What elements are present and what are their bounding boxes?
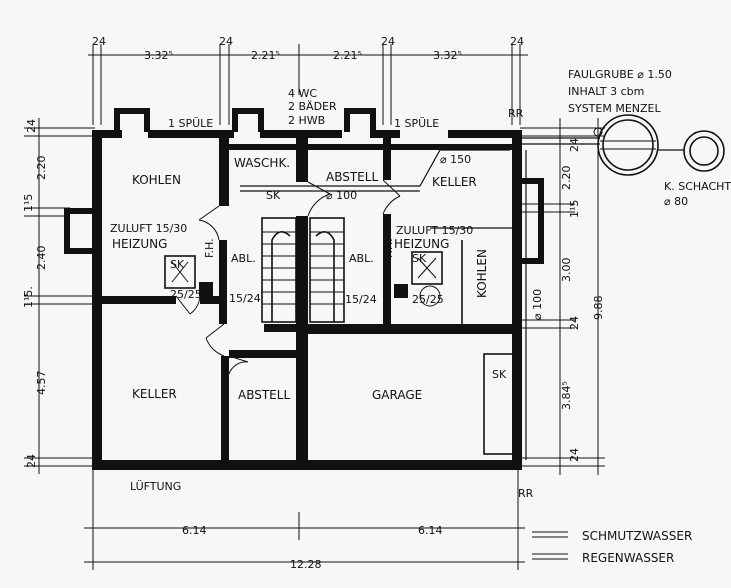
luftung-label: LÜFTUNG	[130, 480, 181, 493]
sk-garage-label: SK	[492, 368, 507, 381]
room-kohlen-right: KOHLEN	[475, 249, 489, 298]
left-dim-2: 2.20	[35, 156, 48, 181]
room-abstell-top: ABSTELL	[326, 170, 378, 184]
zuluft-right-label: ZULUFT 15/30	[396, 224, 473, 237]
top-dim-7: 3.32⁵	[433, 49, 462, 62]
legend-regenwasser: REGENWASSER	[582, 551, 674, 565]
inspection-chamber	[658, 130, 725, 172]
room-kohlen-left: KOHLEN	[132, 173, 181, 187]
fh-left-label: F.H.	[203, 238, 216, 258]
pipe-100-top-label: ⌀ 100	[326, 189, 357, 202]
right-dim-5: 24	[568, 316, 581, 330]
left-dim-6: 4.57	[35, 371, 48, 396]
septic-tank	[593, 114, 659, 176]
building-walls	[64, 108, 544, 470]
room-waschk: WASCHK.	[234, 156, 290, 170]
sk-right-label: SK	[412, 252, 427, 265]
right-dim-7: 24	[568, 448, 581, 462]
kschacht-label: K. SCHACHT	[664, 180, 731, 193]
spuele-right-label: 1 SPÜLE	[394, 117, 439, 130]
door-swings	[175, 179, 401, 375]
bottom-dim-total: 12.28	[290, 558, 322, 571]
bottom-dim-1: 6.14	[182, 524, 207, 537]
pipe-150-label: ⌀ 150	[440, 153, 471, 166]
bottom-dim-2: 6.14	[418, 524, 443, 537]
top-dim-6: 24	[381, 35, 395, 48]
pipe-100-right-label: ⌀ 100	[531, 289, 544, 320]
right-dim-6: 3.84⁵	[560, 381, 573, 410]
left-dimension-chain: 24 2.20 1¹5 2.40 1¹5. 4.57 24	[22, 118, 95, 474]
faulgrube-capacity: INHALT 3 cbm	[568, 85, 644, 98]
drain-pipes	[240, 137, 600, 460]
heating-boilers	[164, 251, 443, 307]
top-dimension-chain: 24 3.32⁵ 24 2.21⁵ 2.21⁵ 24 3.32⁵ 24	[88, 35, 528, 125]
right-dim-3: 1¹5	[568, 200, 581, 218]
right-dim-1: 24	[568, 138, 581, 152]
fixtures-hwb-label: 2 HWB	[288, 114, 325, 127]
room-abstell-bottom: ABSTELL	[238, 388, 290, 402]
left-dim-5: 1¹5.	[22, 286, 35, 308]
abl-right-size: 15/24	[345, 293, 377, 306]
right-dim-8: 9.88	[592, 296, 605, 321]
fixtures-baeder-label: 2 BÄDER	[288, 100, 337, 113]
left-dim-1: 24	[25, 119, 38, 133]
top-dim-4: 2.21⁵	[251, 49, 280, 62]
room-keller-bottom: KELLER	[132, 387, 177, 401]
legend-schmutzwasser: SCHMUTZWASSER	[582, 529, 692, 543]
garage-sk-tank	[483, 353, 519, 455]
room-keller-top: KELLER	[432, 175, 477, 189]
abl-left-size: 15/24	[229, 292, 261, 305]
bottom-dimension-chain: 6.14 6.14 12.28	[84, 470, 525, 571]
staircase-right	[309, 217, 345, 323]
fh-right-label: F.H.	[382, 238, 395, 258]
right-dimension-chain: 24 2.20 1¹5 3.00 24 3.84⁵ 24 9.88	[520, 118, 605, 475]
legend: SCHMUTZWASSER REGENWASSER	[532, 529, 692, 565]
staircase-left	[261, 217, 297, 323]
sk-waschk-label: SK	[266, 189, 281, 202]
top-dim-3: 24	[219, 35, 233, 48]
kschacht-diameter: ⌀ 80	[664, 195, 688, 208]
spuele-left-label: 1 SPÜLE	[168, 117, 213, 130]
rr-bottom-label: RR	[518, 487, 534, 500]
faulgrube-title: FAULGRUBE ⌀ 1.50	[568, 68, 672, 81]
sk-left-label: SK	[170, 258, 185, 271]
left-dim-4: 2.40	[35, 246, 48, 271]
right-dim-2: 2.20	[560, 166, 573, 191]
top-dim-5: 2.21⁵	[333, 49, 362, 62]
top-dim-1: 24	[92, 35, 106, 48]
left-dim-3: 1¹5	[22, 194, 35, 212]
abl-left-label: ABL.	[231, 252, 256, 265]
abl-right-label: ABL.	[349, 252, 374, 265]
faulgrube-system: SYSTEM MENZEL	[568, 102, 661, 115]
top-dim-8: 24	[510, 35, 524, 48]
room-heizung-right: HEIZUNG	[394, 237, 449, 251]
right-dim-4: 3.00	[560, 258, 573, 283]
rr-top-label: RR	[508, 107, 524, 120]
flue-right-label: 25/25	[412, 293, 444, 306]
left-dim-7: 24	[25, 454, 38, 468]
top-dim-2: 3.32⁵	[144, 49, 173, 62]
fixtures-wc-label: 4 WC	[288, 87, 317, 100]
room-heizung-left: HEIZUNG	[112, 237, 167, 251]
room-garage: GARAGE	[372, 388, 422, 402]
zuluft-left-label: ZULUFT 15/30	[110, 222, 187, 235]
flue-left-label: 25/25	[170, 288, 202, 301]
